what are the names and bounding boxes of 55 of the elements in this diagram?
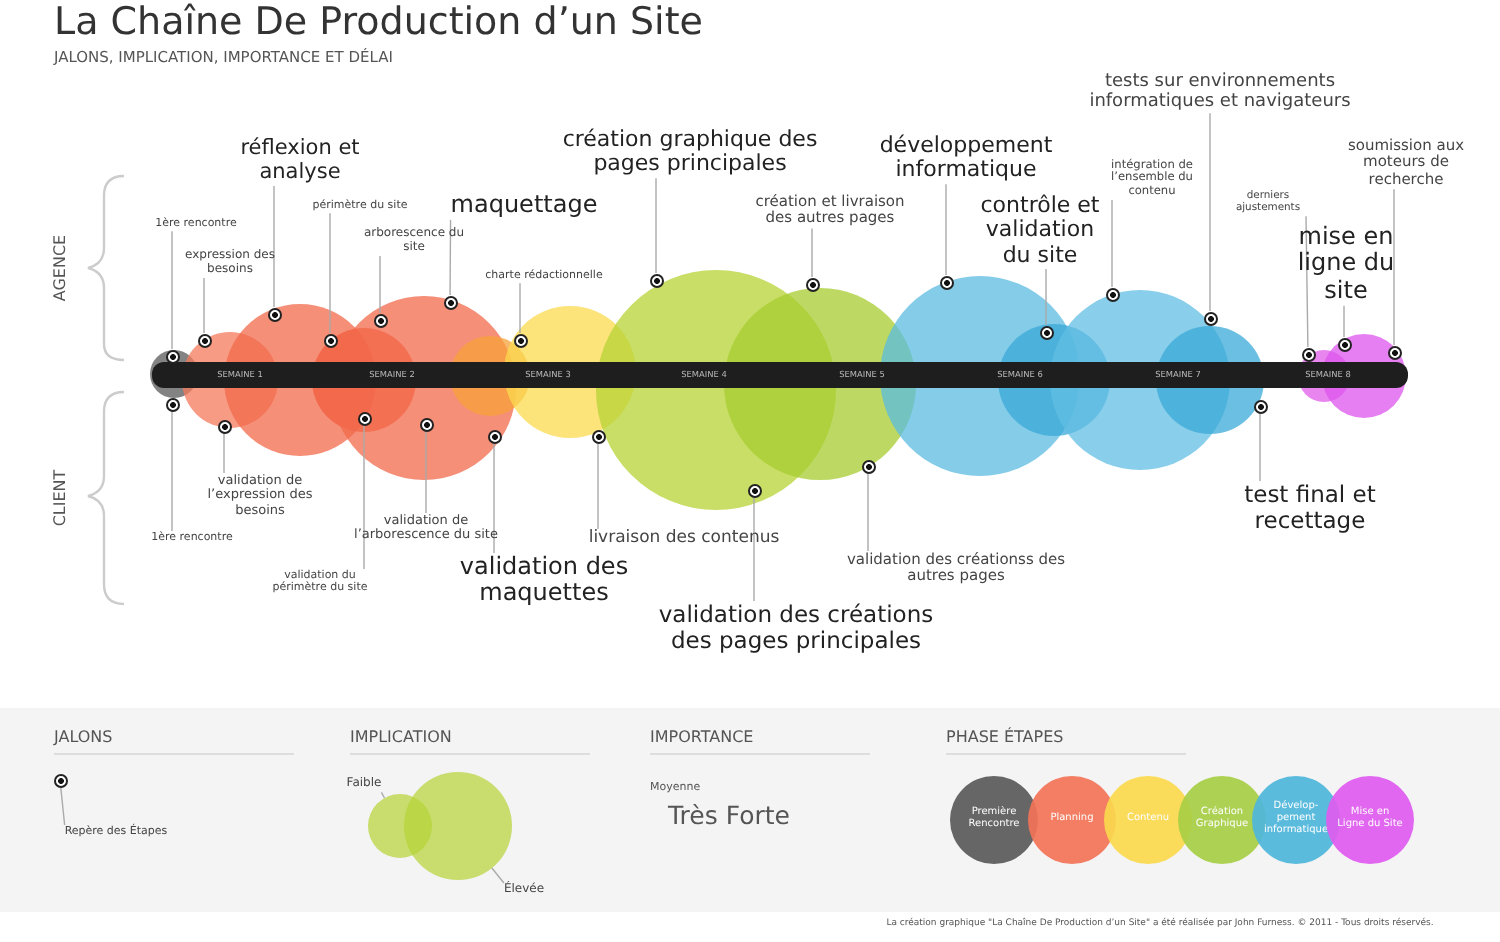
leader-line [1305,215,1309,348]
leader-line [60,786,66,826]
leader-line [1393,188,1395,346]
leader-line [519,282,521,334]
milestone-dot [1203,311,1217,325]
section-heading: IMPLICATION [350,728,452,746]
milestone-dot [1337,337,1351,351]
importance-level: Très Forte [668,800,790,830]
milestone-dot [939,275,953,289]
leader-line [811,227,813,278]
milestone-heading: création graphique des pages principales [560,128,820,178]
milestone-heading: maquettage [450,192,598,219]
leader-line [867,472,869,552]
milestone-dot [165,397,179,411]
milestone-dot [443,295,457,309]
section-heading: IMPORTANCE [650,728,754,746]
leader-line [491,867,505,884]
leader-line [449,219,452,296]
milestone-dot [1105,287,1119,301]
leader-line [171,410,173,532]
leader-line [753,496,755,602]
axis-label: AGENCE [51,234,69,302]
leader-line [171,230,173,350]
milestone-label: tests sur environnements informatiques et navigateurs [1050,72,1390,113]
milestone-heading: test final et recettage [1230,482,1390,534]
title: La Chaîne De Production d’un Site [54,0,703,44]
milestone-label: livraison des contenus [588,530,780,550]
section-heading: JALONS [54,728,113,746]
leader-line [1209,112,1211,312]
leader-line [203,277,205,334]
milestone-heading: mise en ligne du site [1294,224,1398,305]
milestone-dot [197,333,211,347]
leader-line [425,430,427,514]
leader-line [223,432,225,474]
milestone-heading: validation des maquettes [434,554,654,608]
leader-line [493,442,495,554]
leader-line [363,424,365,570]
milestone-dot [1301,347,1315,361]
leader-line [1111,199,1113,288]
milestone-heading: réflexion et analyse [236,138,364,185]
leader-line [1259,412,1261,482]
section-heading: PHASE ÉTAPES [946,728,1064,746]
leader-line [273,185,275,308]
leader-line [1343,304,1345,338]
leader-line [379,255,381,314]
milestone-heading: contrôle et validation du site [970,194,1110,268]
leader-line [655,177,657,274]
leader-line [597,442,599,530]
axis-label: CLIENT [51,469,69,527]
leader-line [945,183,947,276]
milestone-heading: développement informatique [856,134,1076,184]
milestone-heading: validation des créations des pages principales [636,602,956,654]
leader-line [380,791,386,799]
milestone-dot [805,277,819,291]
milestone-dot [649,273,663,287]
